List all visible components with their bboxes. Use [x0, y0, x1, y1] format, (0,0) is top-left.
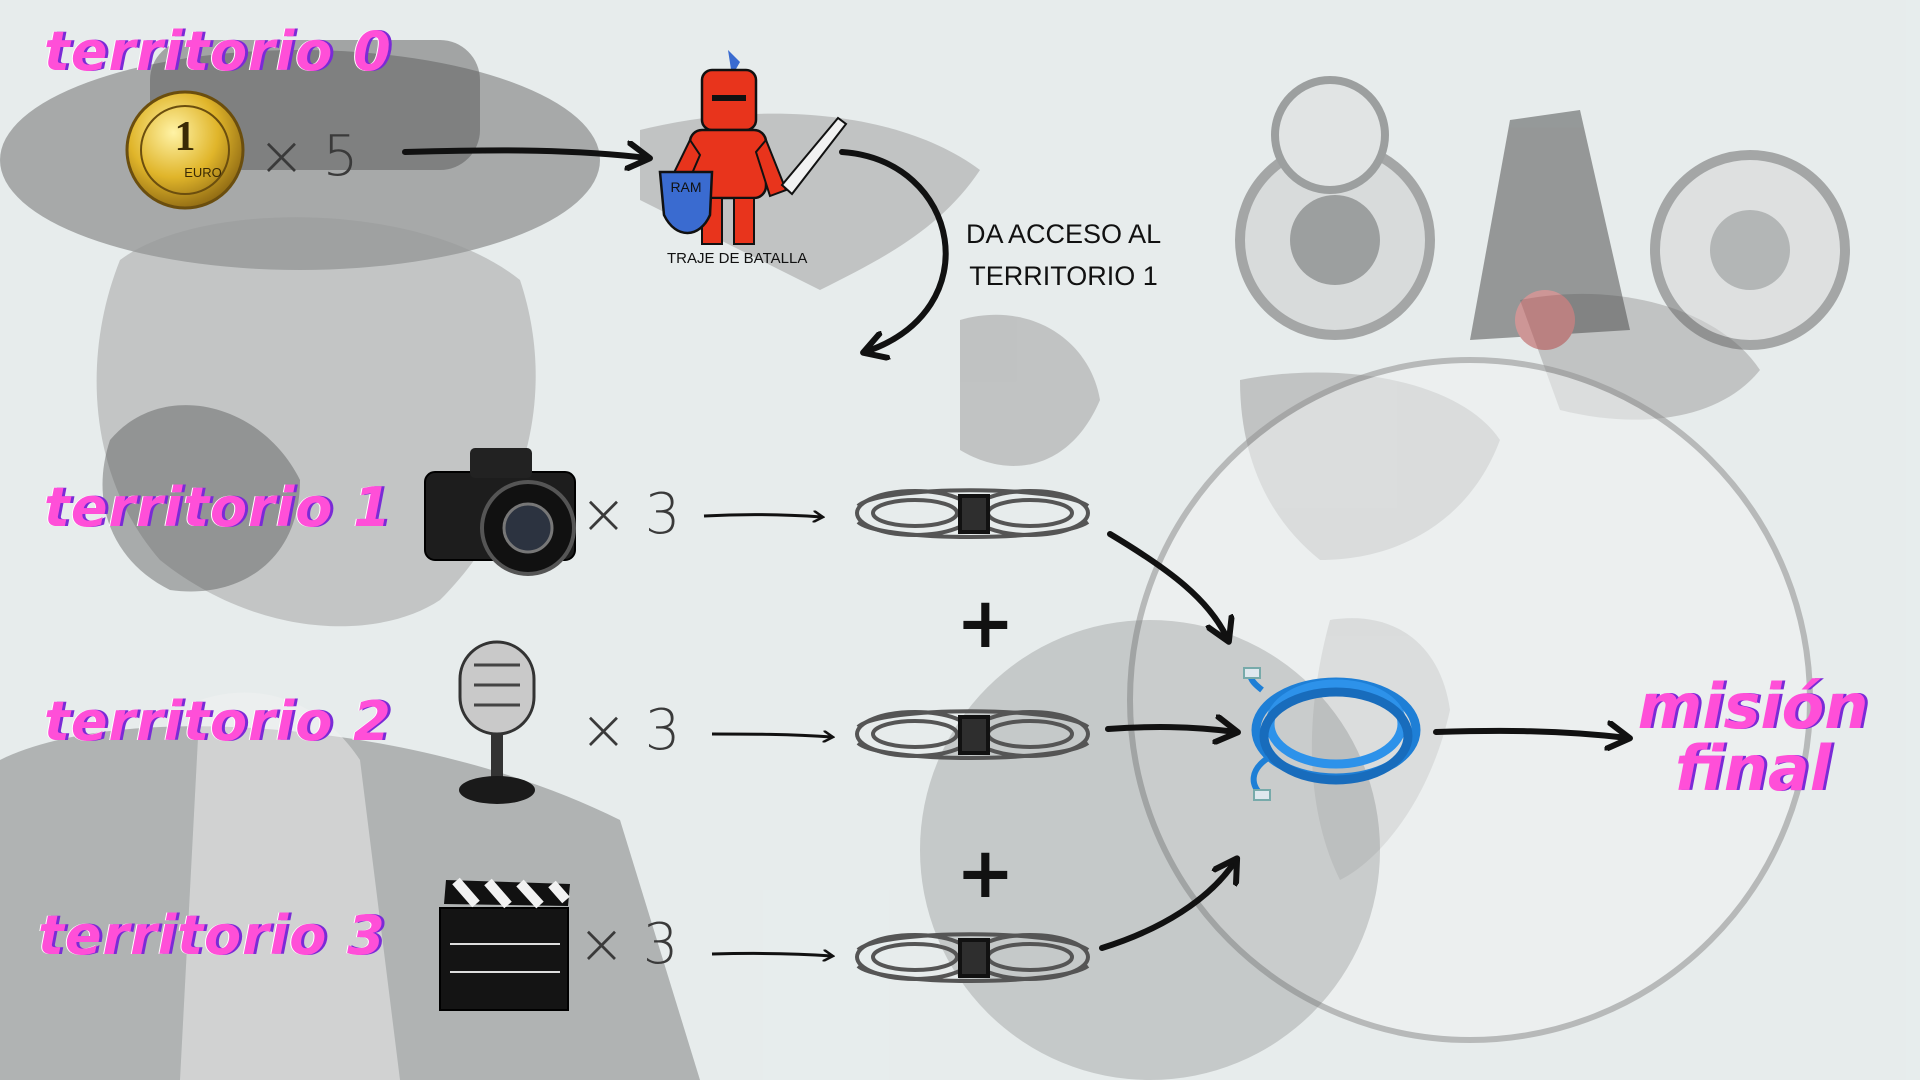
territory-2-multiplier: × 3 — [580, 698, 681, 763]
ethernet-cable-icon — [1243, 667, 1421, 801]
coin-value: 1 — [175, 114, 196, 160]
arrow-coin-to-armor — [402, 150, 648, 158]
territory-3-multiplier: × 3 — [578, 912, 679, 977]
territory-2-label: territorio 2 — [44, 690, 392, 753]
final-mission-line2: final — [1674, 732, 1832, 805]
arrow-bundle3-to-cable — [1099, 860, 1236, 951]
territory-1-multiplier: × 3 — [580, 482, 681, 547]
arrow-cable-to-mission — [1433, 731, 1628, 738]
final-mission-line1: misión — [1637, 670, 1869, 743]
camera-icon — [424, 448, 576, 576]
arrow-clapper-to-cables — [711, 953, 832, 956]
territory-0-multiplier: × 5 — [258, 124, 359, 189]
clapperboard-icon — [439, 877, 570, 1011]
microphone-icon — [458, 640, 536, 804]
world-map-silhouette — [640, 113, 1760, 880]
plus-sign-2: + — [956, 832, 1015, 914]
final-mission-label: misión final — [1628, 676, 1878, 800]
cable-bundle-1 — [855, 488, 1090, 539]
cable-bundle-3 — [855, 932, 1090, 983]
access-note-line2: TERRITORIO 1 — [969, 260, 1158, 291]
coin-icon: 1 EURO — [125, 90, 245, 210]
plus-sign-1: + — [956, 582, 1015, 664]
cable-bundle-2 — [855, 709, 1090, 760]
territory-1-label: territorio 1 — [44, 476, 392, 539]
coin-ring-text: EURO — [184, 165, 222, 180]
shield-text: RAM — [670, 179, 701, 195]
arrow-armor-to-territory1 — [839, 149, 949, 352]
territory-0-label: territorio 0 — [44, 20, 392, 83]
arrow-bundle1-to-cable — [1107, 531, 1228, 640]
territory-3-label: territorio 3 — [38, 904, 386, 967]
arrow-bundle2-to-cable — [1105, 727, 1236, 732]
armor-caption: TRAJE DE BATALLA — [667, 250, 808, 267]
dashboard-gauges — [1235, 76, 1850, 350]
knight-armor-icon: RAM — [658, 50, 848, 245]
arrow-mic-to-cables — [711, 734, 832, 737]
access-note: DA ACCESO AL TERRITORIO 1 — [966, 214, 1161, 298]
arrow-camera-to-cables — [703, 515, 822, 517]
access-note-line1: DA ACCESO AL — [966, 219, 1162, 249]
